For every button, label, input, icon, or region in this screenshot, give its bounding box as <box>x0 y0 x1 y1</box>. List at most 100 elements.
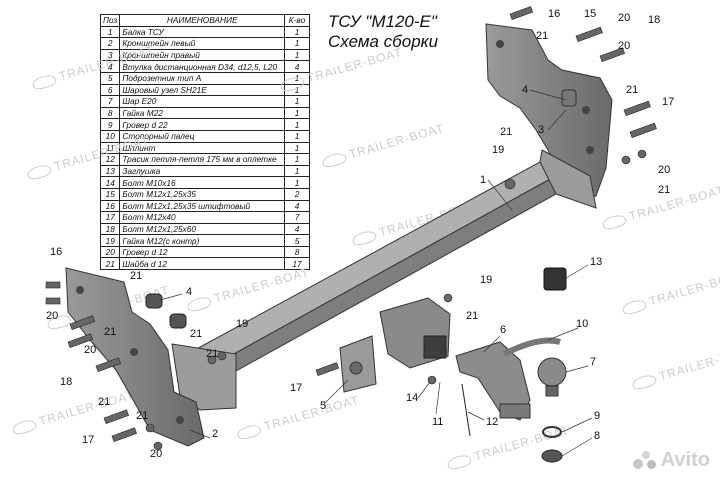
callout-17: 17 <box>662 96 675 108</box>
callout-19: 19 <box>480 274 493 286</box>
callout-17: 17 <box>290 382 303 394</box>
title-line-2: Схема сборки <box>328 32 439 51</box>
callout-8: 8 <box>594 430 601 442</box>
table-cell-qty: 8 <box>284 245 310 259</box>
table-cell-qty: 1 <box>284 164 310 178</box>
callout-21: 21 <box>206 348 219 360</box>
tow-ball <box>537 357 567 397</box>
table-cell-name: Гайка М12(с контр) <box>119 234 285 247</box>
callout-20: 20 <box>658 164 671 176</box>
callout-10: 10 <box>576 318 589 330</box>
callout-16: 16 <box>50 246 63 258</box>
callout-14: 14 <box>406 392 419 404</box>
table-cell-qty: 1 <box>284 141 310 155</box>
nut-and-washer <box>541 426 563 463</box>
table-cell-name: Болт М12х1,25х35 штифтовый <box>119 199 285 213</box>
callout-13: 13 <box>590 256 603 268</box>
table-cell-qty: 5 <box>284 234 310 247</box>
table-cell-pos: 13 <box>99 164 121 178</box>
table-cell-qty: 4 <box>284 222 310 236</box>
table-cell-name: Шайба d 12 <box>119 257 285 271</box>
callout-7: 7 <box>590 356 597 368</box>
callout-18: 18 <box>648 14 661 26</box>
callout-21: 21 <box>130 270 143 282</box>
avito-text: Avito <box>660 449 710 471</box>
callout-19: 19 <box>492 144 505 156</box>
table-cell-name: Кронштейн левый <box>119 37 285 50</box>
avito-logo-icon <box>632 450 657 471</box>
diagram-title: ТСУ "M120-E" Схема сборки <box>328 12 438 52</box>
callout-3: 3 <box>538 124 545 136</box>
callout-4: 4 <box>186 286 193 298</box>
table-cell-pos: 18 <box>99 222 121 236</box>
table-cell-pos: 1 <box>99 25 121 39</box>
table-cell-qty: 1 <box>284 37 310 50</box>
callout-20: 20 <box>46 310 59 322</box>
callout-20: 20 <box>84 344 97 356</box>
table-cell-pos: 19 <box>99 234 121 247</box>
avito-badge: Avito <box>632 449 710 472</box>
title-line-1: ТСУ "M120-E" <box>328 12 437 31</box>
table-cell-qty: 1 <box>284 48 310 62</box>
callout-21: 21 <box>466 310 479 322</box>
callout-11: 11 <box>432 416 444 428</box>
callout-20: 20 <box>618 12 631 24</box>
table-cell-qty: 1 <box>284 153 310 166</box>
callout-6: 6 <box>500 324 507 336</box>
table-cell-name: Болт М12х1,25х60 <box>119 222 285 236</box>
table-cell-name: Шплинт <box>119 141 285 155</box>
callout-12: 12 <box>486 416 499 428</box>
callout-21: 21 <box>98 396 111 408</box>
fasteners <box>45 6 657 451</box>
table-cell-qty: 1 <box>284 95 310 108</box>
table-cell-qty: 17 <box>284 257 310 271</box>
table-cell-pos: 10 <box>99 129 121 143</box>
table-cell-pos: 3 <box>99 48 121 62</box>
table-cell-qty: 1 <box>284 118 310 131</box>
callout-17: 17 <box>82 434 95 446</box>
callout-2: 2 <box>212 428 219 440</box>
table-cell-qty: 1 <box>284 25 310 39</box>
callout-18: 18 <box>60 376 73 388</box>
leader-lines <box>159 89 593 457</box>
table-cell-qty: 4 <box>284 199 310 213</box>
table-cell-pos: 14 <box>99 176 121 189</box>
spacer-sleeves <box>145 293 187 329</box>
table-cell-pos: 17 <box>99 211 121 224</box>
table-cell-pos: 11 <box>99 141 121 155</box>
table-cell-pos: 15 <box>99 187 121 201</box>
callout-21: 21 <box>626 84 639 96</box>
left-bracket <box>65 267 205 447</box>
table-cell-name: Гровер d 22 <box>119 118 285 131</box>
table-cell-pos: 9 <box>99 118 121 131</box>
table-cell-qty: 1 <box>284 129 310 143</box>
callout-5: 5 <box>320 400 327 412</box>
socket-holder <box>339 335 377 393</box>
callout-4: 4 <box>522 84 529 96</box>
callout-21: 21 <box>500 126 513 138</box>
callout-21: 21 <box>190 328 203 340</box>
table-cell-name: Болт М12х1,25х35 <box>119 187 285 201</box>
callout-21: 21 <box>104 326 117 338</box>
plug-cap <box>543 267 567 291</box>
callout-1: 1 <box>480 174 487 186</box>
callout-21: 21 <box>658 184 671 196</box>
callout-21: 21 <box>136 410 149 422</box>
